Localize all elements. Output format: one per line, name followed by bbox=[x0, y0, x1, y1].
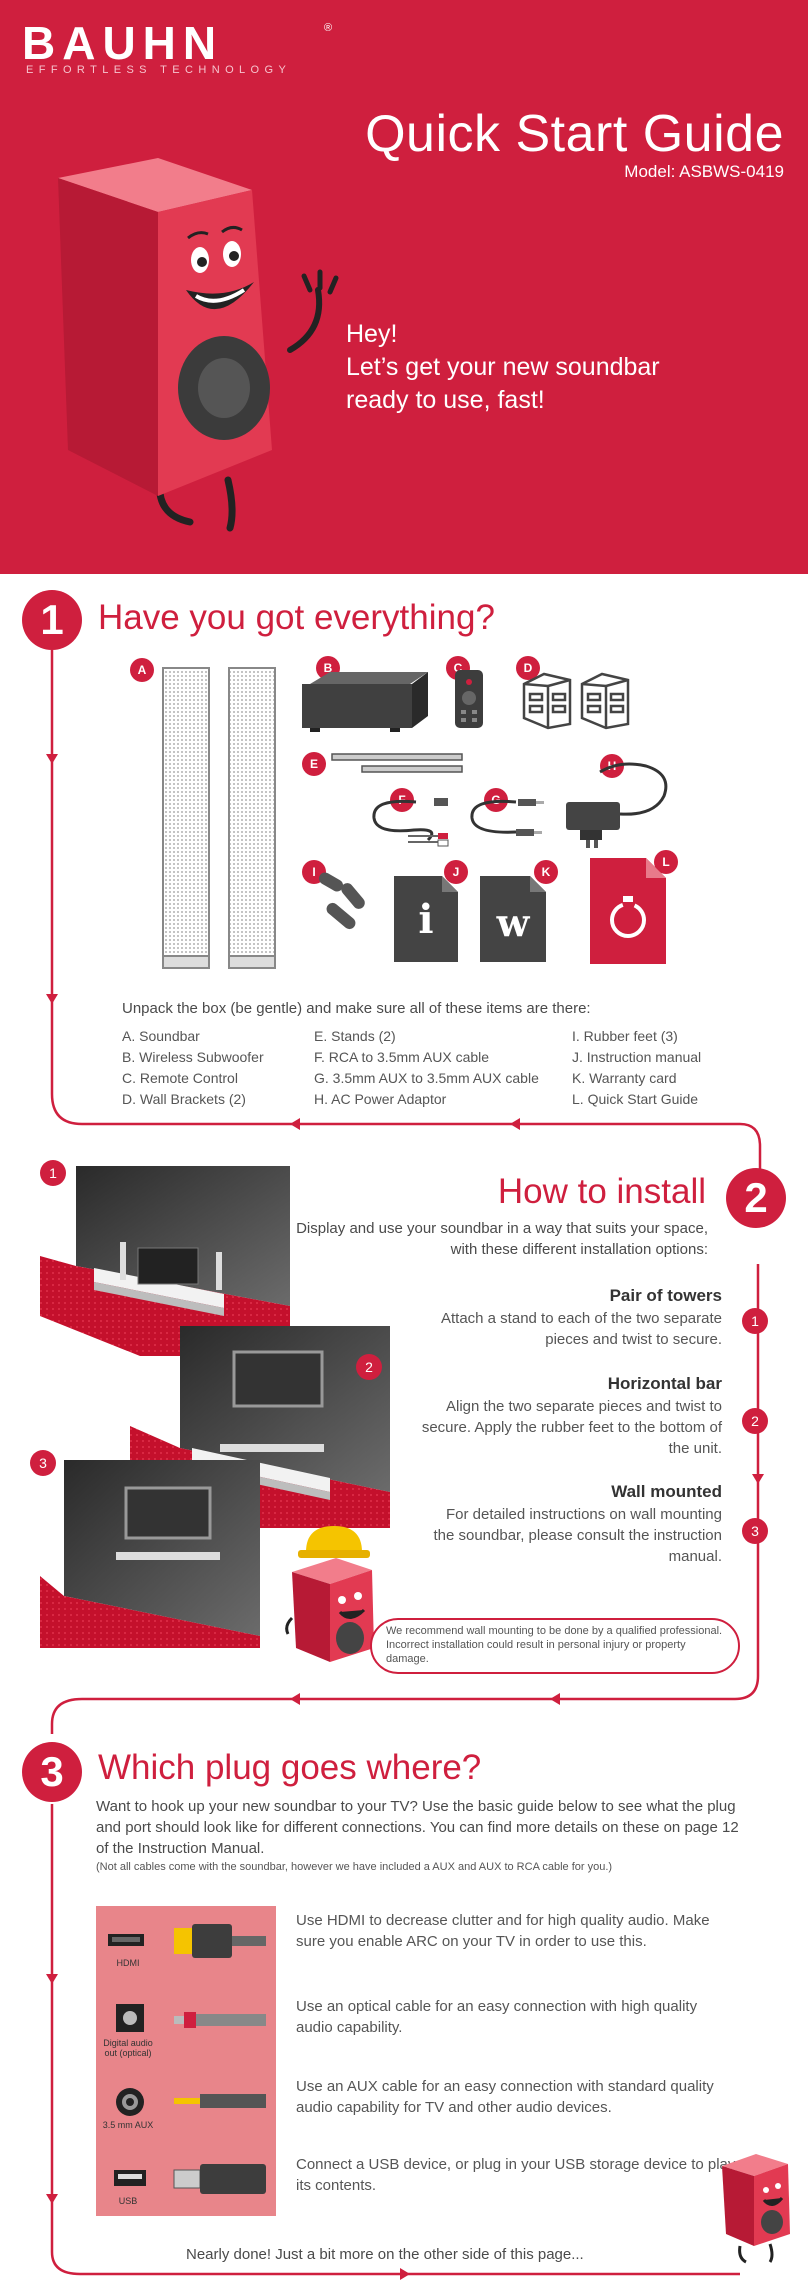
list-item: C. Remote Control bbox=[122, 1070, 238, 1086]
item-letter-d: D bbox=[516, 656, 540, 680]
aux-cable-illustration bbox=[470, 799, 544, 836]
model-number: Model: ASBWS-0419 bbox=[624, 162, 784, 181]
port-label-usb: USB bbox=[118, 2196, 138, 2206]
option-3-title: Wall mounted bbox=[611, 1482, 722, 1501]
small-mascot-illustration bbox=[722, 2154, 790, 2264]
port-label-optical: Digital audio out (optical) bbox=[103, 2038, 153, 2058]
rubber-feet-illustration bbox=[318, 872, 365, 930]
port-desc-aux: Use an AUX cable for an easy connection … bbox=[296, 2078, 714, 2116]
brand-logo: BAUHN bbox=[22, 17, 224, 69]
list-item: F. RCA to 3.5mm AUX cable bbox=[314, 1049, 490, 1065]
greeting-line-2: Let’s get your new soundbar bbox=[346, 353, 660, 381]
step-2-title: How to install bbox=[497, 1172, 706, 1211]
wall-brackets-illustration bbox=[522, 672, 630, 730]
warranty-icon-letter: w bbox=[496, 900, 530, 945]
list-item: A. Soundbar bbox=[122, 1028, 200, 1044]
port-desc-optical: Use an optical cable for an easy connect… bbox=[296, 1998, 698, 2036]
warranty-card-icon bbox=[480, 876, 546, 962]
option-3-desc: For detailed instructions on wall mounti… bbox=[433, 1506, 722, 1565]
speaker-mascot-illustration bbox=[58, 158, 339, 532]
stands-illustration bbox=[331, 753, 463, 773]
item-list-column-2: E. Stands (2) F. RCA to 3.5mm AUX cable … bbox=[314, 1026, 539, 1110]
option-1-desc: Attach a stand to each of the two separa… bbox=[440, 1310, 722, 1348]
option-1-badge: 1 bbox=[742, 1308, 768, 1334]
list-item: K. Warranty card bbox=[572, 1070, 677, 1086]
step-3-footer: Nearly done! Just a bit more on the othe… bbox=[186, 2246, 584, 2263]
step-1-intro: Unpack the box (be gentle) and make sure… bbox=[122, 1000, 591, 1017]
step-1-title: Have you got everything? bbox=[98, 598, 495, 637]
option-2-badge: 2 bbox=[742, 1408, 768, 1434]
flow-connector-line bbox=[46, 650, 764, 2280]
power-adaptor-illustration bbox=[566, 762, 668, 848]
quick-start-guide-icon bbox=[590, 858, 666, 964]
install-image-badge-1: 1 bbox=[40, 1160, 66, 1186]
aux-port-and-plug-icon bbox=[116, 2088, 266, 2116]
registered-mark: ® bbox=[324, 22, 333, 34]
soundbar-illustration bbox=[162, 667, 276, 969]
list-item: E. Stands (2) bbox=[314, 1028, 396, 1044]
item-letter-k: K bbox=[534, 860, 558, 884]
hero-greeting: Hey! Let’s get your new soundbar ready t… bbox=[346, 318, 726, 417]
instruction-manual-icon bbox=[394, 876, 458, 962]
helmet-mascot-illustration bbox=[285, 1526, 374, 1662]
item-letter-a: A bbox=[130, 658, 154, 682]
list-item: H. AC Power Adaptor bbox=[314, 1091, 447, 1107]
greeting-line-3: ready to use, fast! bbox=[346, 386, 545, 414]
brand-tagline: EFFORTLESS TECHNOLOGY bbox=[26, 64, 292, 76]
page-title: Quick Start Guide bbox=[365, 105, 784, 163]
step-3-intro: Want to hook up your new soundbar to you… bbox=[96, 1798, 739, 1857]
option-2-title: Horizontal bar bbox=[607, 1374, 722, 1393]
port-label-aux: 3.5 mm AUX bbox=[102, 2120, 154, 2130]
item-letter-j: J bbox=[444, 860, 468, 884]
port-label-hdmi: HDMI bbox=[116, 1958, 140, 1968]
install-image-badge-3: 3 bbox=[30, 1450, 56, 1476]
item-list-column-3: I. Rubber feet (3) J. Instruction manual… bbox=[572, 1026, 701, 1110]
option-1-title: Pair of towers bbox=[609, 1286, 722, 1305]
hdmi-port-and-plug-icon bbox=[108, 1924, 266, 1958]
list-item: L. Quick Start Guide bbox=[572, 1091, 699, 1107]
hero-banner: BAUHN ® EFFORTLESS TECHNOLOGY Quick Star… bbox=[0, 0, 808, 574]
option-2-desc: Align the two separate pieces and twist … bbox=[421, 1398, 722, 1457]
step-2-intro: Display and use your soundbar in a way t… bbox=[296, 1220, 708, 1258]
rca-cable-illustration bbox=[372, 798, 449, 847]
wall-mount-warning: We recommend wall mounting to be done by… bbox=[386, 1625, 723, 1665]
step-3-title: Which plug goes where? bbox=[98, 1748, 482, 1787]
step-3-note: (Not all cables come with the soundbar, … bbox=[96, 1861, 613, 1873]
item-letter-i: I bbox=[302, 860, 326, 884]
subwoofer-illustration bbox=[302, 672, 428, 732]
item-letter-e: E bbox=[302, 752, 326, 776]
list-item: D. Wall Brackets (2) bbox=[122, 1091, 246, 1107]
step-1-badge: 1 bbox=[22, 590, 82, 650]
list-item: I. Rubber feet (3) bbox=[572, 1028, 678, 1044]
remote-control-illustration bbox=[455, 670, 483, 728]
port-desc-hdmi: Use HDMI to decrease clutter and for hig… bbox=[296, 1912, 710, 1950]
port-desc-usb: Connect a USB device, or plug in your US… bbox=[296, 2156, 736, 2194]
list-item: B. Wireless Subwoofer bbox=[122, 1049, 264, 1065]
list-item: J. Instruction manual bbox=[572, 1049, 702, 1065]
manual-icon-letter: i bbox=[418, 896, 434, 943]
list-item: G. 3.5mm AUX to 3.5mm AUX cable bbox=[314, 1070, 539, 1086]
greeting-line-1: Hey! bbox=[346, 320, 398, 348]
option-3-badge: 3 bbox=[742, 1518, 768, 1544]
usb-port-and-plug-icon bbox=[114, 2164, 266, 2194]
installation-options-illustration bbox=[40, 1166, 390, 1648]
optical-port-and-plug-icon bbox=[116, 2004, 266, 2032]
item-list-column-1: A. Soundbar B. Wireless Subwoofer C. Rem… bbox=[122, 1026, 264, 1110]
install-image-badge-2: 2 bbox=[356, 1354, 382, 1380]
warning-callout bbox=[370, 1618, 740, 1674]
step-2-badge: 2 bbox=[726, 1168, 786, 1228]
step-3-badge: 3 bbox=[22, 1742, 82, 1802]
